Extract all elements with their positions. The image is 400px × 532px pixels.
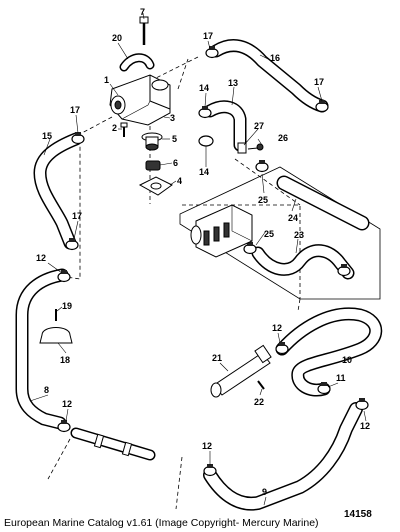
part-6 <box>145 160 161 171</box>
callout-12-right: 12 <box>360 421 370 431</box>
hose-16 <box>209 39 329 113</box>
callout-18: 18 <box>60 355 70 365</box>
cooling-block-outline <box>179 166 381 300</box>
callout-7: 7 <box>140 7 145 17</box>
clamp-14-lower <box>198 135 214 147</box>
callout-17-top: 17 <box>203 31 213 41</box>
image-caption: European Marine Catalog v1.61 (Image Cop… <box>4 517 319 529</box>
callout-6: 6 <box>173 158 178 168</box>
callout-17-left-lower: 17 <box>72 211 82 221</box>
callout-12-bottom-left: 12 <box>62 399 72 409</box>
hose-13 <box>203 100 247 152</box>
hose-8 <box>15 268 69 430</box>
callout-21: 21 <box>212 353 222 363</box>
crossover-pipe <box>70 427 156 461</box>
callout-5: 5 <box>172 134 177 144</box>
cooler-21 <box>210 344 272 398</box>
callout-23: 23 <box>294 230 304 240</box>
screw-22 <box>257 380 265 390</box>
callout-15: 15 <box>42 131 52 141</box>
callout-19: 19 <box>62 301 72 311</box>
water-pump <box>190 204 253 258</box>
hose-15 <box>33 132 83 250</box>
callout-12-bottom: 12 <box>202 441 212 451</box>
clamp-12-bottom <box>203 463 217 477</box>
callout-24: 24 <box>288 213 298 223</box>
callout-14-lower: 14 <box>199 167 209 177</box>
hose-10 <box>275 307 383 397</box>
clamp-12-right <box>355 397 369 411</box>
callout-8: 8 <box>44 385 49 395</box>
callout-1: 1 <box>104 75 109 85</box>
bolt-7 <box>139 16 149 45</box>
callout-9: 9 <box>262 487 267 497</box>
callout-2: 2 <box>112 123 117 133</box>
callout-3: 3 <box>170 113 175 123</box>
callout-4: 4 <box>177 176 182 186</box>
callout-20: 20 <box>112 33 122 43</box>
thermostat-housing <box>109 74 171 126</box>
callout-25-upper: 25 <box>258 195 268 205</box>
callout-12-left: 12 <box>36 253 46 263</box>
callout-25-lower: 25 <box>264 229 274 239</box>
bracket-18 <box>39 327 73 344</box>
figure-number: 14158 <box>344 509 372 520</box>
callouts: 7 20 1 2 3 5 6 4 17 16 17 13 14 14 27 26… <box>36 7 372 520</box>
callout-22: 22 <box>254 397 264 407</box>
callout-27: 27 <box>254 121 264 131</box>
callout-12-mid: 12 <box>272 323 282 333</box>
callout-14-upper: 14 <box>199 83 209 93</box>
callout-17-left-upper: 17 <box>70 105 80 115</box>
callout-26: 26 <box>278 133 288 143</box>
callout-17-right: 17 <box>314 77 324 87</box>
fitting-27 <box>237 142 247 154</box>
callout-16: 16 <box>270 53 280 63</box>
callout-11: 11 <box>336 373 346 383</box>
clamp-25-upper <box>255 159 269 173</box>
gasket-4 <box>138 176 173 196</box>
hose-9 <box>203 402 363 511</box>
callout-13: 13 <box>228 78 238 88</box>
thermostat-5 <box>141 132 163 151</box>
fitting-26 <box>247 143 264 151</box>
hose-23 <box>251 244 355 280</box>
elbow-fitting-20 <box>119 53 155 72</box>
screw-2 <box>120 122 128 137</box>
leader-lines <box>29 12 367 506</box>
callout-10: 10 <box>342 355 352 365</box>
hose-24 <box>276 175 370 231</box>
